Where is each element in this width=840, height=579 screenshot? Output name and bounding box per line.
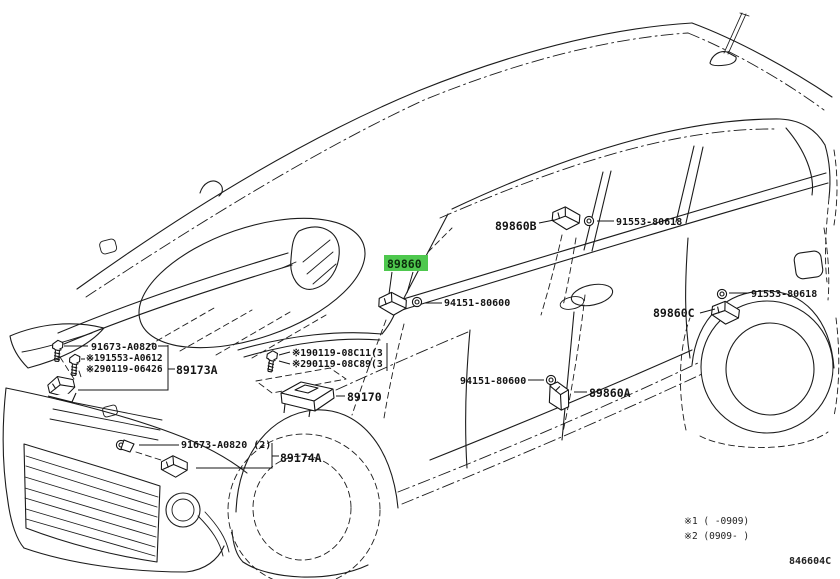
label-89860a[interactable]: 89860A bbox=[589, 386, 631, 400]
windshield bbox=[99, 217, 366, 349]
rear-wheel bbox=[679, 290, 840, 448]
label-89860-highlighted[interactable]: 89860 bbox=[387, 257, 422, 271]
front-wheel bbox=[227, 409, 399, 579]
harness-dashed-lines bbox=[59, 227, 577, 462]
sensor-icon-89860b bbox=[549, 204, 583, 233]
part-icons bbox=[46, 204, 743, 480]
label-89170[interactable]: 89170 bbox=[347, 390, 382, 404]
car-line-art bbox=[2, 12, 840, 579]
sensor-icon-89174a bbox=[159, 453, 190, 480]
legend-note-1: ※1 ( -0909) bbox=[684, 516, 749, 527]
label-90119-08c89[interactable]: ※290119-08C89(3 bbox=[292, 359, 383, 370]
figure-code: 846604C bbox=[789, 556, 831, 567]
label-91673-a0820[interactable]: 91673-A0820 bbox=[91, 342, 157, 353]
nut-icon-89860 bbox=[411, 296, 423, 308]
bolt-icon-91553a bbox=[68, 353, 81, 377]
label-90119-08c11[interactable]: ※190119-08C11(3 bbox=[292, 348, 383, 359]
label-89860b[interactable]: 89860B bbox=[495, 219, 537, 233]
ecu-icon-89170 bbox=[280, 381, 335, 418]
highlight-box-89860 bbox=[384, 255, 428, 271]
leader-lines bbox=[64, 219, 749, 469]
legend-note-2: ※2 (0909- ) bbox=[684, 531, 749, 542]
rear-view-mirror bbox=[281, 226, 340, 290]
label-89860c[interactable]: 89860C bbox=[653, 306, 695, 320]
roof-outline bbox=[76, 22, 833, 298]
part-labels: 89860B 91553-80618 89860 94151-80600 898… bbox=[86, 217, 817, 465]
headlamp bbox=[9, 323, 105, 369]
bolt-icon-90119 bbox=[264, 349, 279, 373]
fuel-door bbox=[793, 250, 824, 280]
label-91553-80618-right[interactable]: 91553-80618 bbox=[751, 289, 817, 300]
label-94151-80600-front[interactable]: 94151-80600 bbox=[444, 298, 510, 309]
label-89173a[interactable]: 89173A bbox=[176, 363, 218, 377]
label-91553-a0612[interactable]: ※191553-A0612 bbox=[86, 353, 163, 364]
clip-icon-89174a bbox=[115, 439, 135, 453]
nut-icon-89860b bbox=[583, 215, 595, 227]
label-94151-80600-rear[interactable]: 94151-80600 bbox=[460, 376, 526, 387]
fog-lamp bbox=[165, 492, 201, 528]
label-91673-a0820-x2[interactable]: 91673-A0820 (2) bbox=[181, 440, 271, 451]
legend: ※1 ( -0909) ※2 (0909- ) 846604C bbox=[684, 516, 831, 567]
label-89174a[interactable]: 89174A bbox=[280, 451, 322, 465]
label-90119-06426[interactable]: ※290119-06426 bbox=[86, 364, 163, 375]
side-glass bbox=[389, 118, 838, 314]
sensor-icon-89860c bbox=[708, 298, 743, 328]
sensor-icon-89860 bbox=[376, 289, 409, 318]
label-91553-80618-top[interactable]: 91553-80618 bbox=[616, 217, 682, 228]
antenna bbox=[709, 12, 750, 67]
sensor-icon-89173a bbox=[46, 374, 77, 403]
nut-icon-89860c bbox=[716, 288, 728, 300]
body-side bbox=[397, 227, 830, 505]
front-bumper bbox=[2, 323, 248, 573]
